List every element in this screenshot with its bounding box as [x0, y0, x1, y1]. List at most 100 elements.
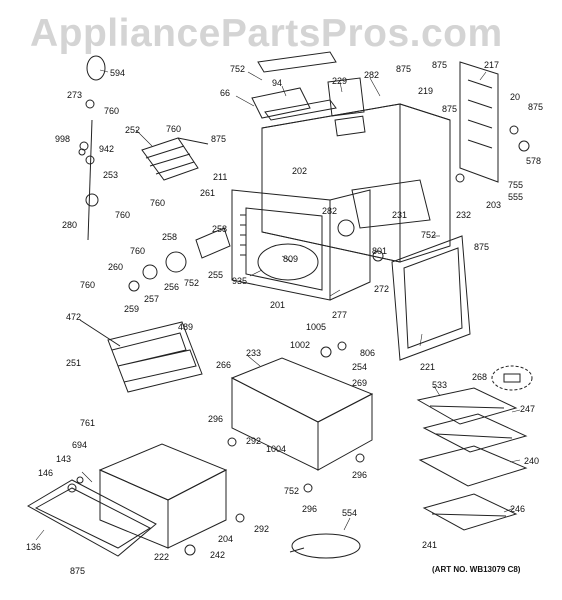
- oven-body: [231, 103, 451, 301]
- callout-204: 204: [218, 534, 234, 544]
- callout-875: 875: [211, 134, 227, 144]
- drawer-box: [98, 443, 228, 549]
- art-number: (ART NO. WB13079 C8): [432, 565, 521, 574]
- callout-875: 875: [442, 104, 458, 114]
- top-trim-parts: [251, 51, 366, 137]
- callout-222: 222: [154, 552, 170, 562]
- bake-element: [79, 319, 203, 393]
- callout-221: 221: [420, 362, 436, 372]
- small-hardware: [67, 99, 530, 556]
- callout-760: 760: [166, 124, 182, 134]
- callout-247: 247: [520, 404, 536, 414]
- callout-260: 260: [108, 262, 124, 272]
- callout-472: 472: [66, 312, 82, 322]
- callout-282: 282: [322, 206, 338, 216]
- callout-296: 296: [208, 414, 224, 424]
- callout-233: 233: [246, 348, 262, 358]
- callout-1002: 1002: [290, 340, 311, 350]
- callout-143: 143: [56, 454, 72, 464]
- power-cord: [289, 533, 361, 559]
- callout-255: 255: [208, 270, 224, 280]
- convection-fan: [128, 227, 231, 292]
- callout-1004: 1004: [266, 444, 287, 454]
- callout-760: 760: [104, 106, 120, 116]
- callout-752: 752: [421, 230, 437, 240]
- callout-231: 231: [392, 210, 408, 220]
- callout-998: 998: [55, 134, 71, 144]
- callout-760: 760: [130, 246, 146, 256]
- callout-752: 752: [230, 64, 246, 74]
- callout-292: 292: [246, 436, 262, 446]
- callout-94: 94: [272, 78, 283, 88]
- oven-door: [391, 235, 471, 361]
- callout-533: 533: [432, 380, 448, 390]
- callout-254: 254: [352, 362, 368, 372]
- callout-282: 282: [364, 70, 380, 80]
- callout-219: 219: [418, 86, 434, 96]
- drawer-front: [26, 479, 157, 557]
- callout-296: 296: [352, 470, 368, 480]
- callout-277: 277: [332, 310, 348, 320]
- drawer-support: [230, 357, 374, 471]
- callout-202: 202: [292, 166, 308, 176]
- callout-594: 594: [110, 68, 126, 78]
- callout-203: 203: [486, 200, 502, 210]
- watermark: AppliancePartsPros.com: [30, 12, 503, 55]
- callout-555: 555: [508, 192, 524, 202]
- callout-760: 760: [150, 198, 166, 208]
- callout-258: 258: [212, 224, 228, 234]
- callout-694: 694: [72, 440, 88, 450]
- callout-761: 761: [80, 418, 96, 428]
- callout-252: 252: [125, 125, 141, 135]
- callout-269: 269: [352, 378, 368, 388]
- callout-146: 146: [38, 468, 54, 478]
- broil-element: [141, 137, 209, 181]
- callout-554: 554: [342, 508, 358, 518]
- callout-1005: 1005: [306, 322, 327, 332]
- callout-20: 20: [510, 92, 521, 102]
- callout-280: 280: [62, 220, 78, 230]
- callout-246: 246: [510, 504, 526, 514]
- callout-809: 809: [283, 254, 299, 264]
- callout-268: 268: [472, 372, 488, 382]
- callout-760: 760: [115, 210, 131, 220]
- callout-257: 257: [144, 294, 160, 304]
- callout-232: 232: [456, 210, 472, 220]
- callout-256: 256: [164, 282, 180, 292]
- callout-229: 229: [332, 76, 348, 86]
- oven-racks: [416, 387, 528, 531]
- callout-875: 875: [70, 566, 86, 576]
- temperature-probe: [85, 55, 106, 241]
- callout-489: 489: [178, 322, 194, 332]
- leader-lines: [35, 69, 521, 541]
- callout-942: 942: [99, 144, 115, 154]
- callout-752: 752: [284, 486, 300, 496]
- callout-136: 136: [26, 542, 42, 552]
- callout-755: 755: [508, 180, 524, 190]
- callout-253: 253: [103, 170, 119, 180]
- callout-875: 875: [396, 64, 412, 74]
- callout-292: 292: [254, 524, 270, 534]
- callout-875: 875: [474, 242, 490, 252]
- callout-211: 211: [213, 172, 228, 182]
- callout-578: 578: [526, 156, 542, 166]
- callout-752: 752: [184, 278, 200, 288]
- callout-259: 259: [124, 304, 140, 314]
- callout-272: 272: [374, 284, 390, 294]
- callout-875: 875: [528, 102, 544, 112]
- callout-935: 935: [232, 276, 248, 286]
- callout-251: 251: [66, 358, 82, 368]
- callout-242: 242: [210, 550, 226, 560]
- callout-261: 261: [200, 188, 216, 198]
- callout-296: 296: [302, 504, 318, 514]
- callout-760: 760: [80, 280, 96, 290]
- side-panel: [459, 61, 499, 183]
- callout-201: 201: [270, 300, 286, 310]
- callout-217: 217: [484, 60, 500, 70]
- callout-801: 801: [372, 246, 388, 256]
- callout-240: 240: [524, 456, 540, 466]
- callout-806: 806: [360, 348, 376, 358]
- callout-66: 66: [220, 88, 231, 98]
